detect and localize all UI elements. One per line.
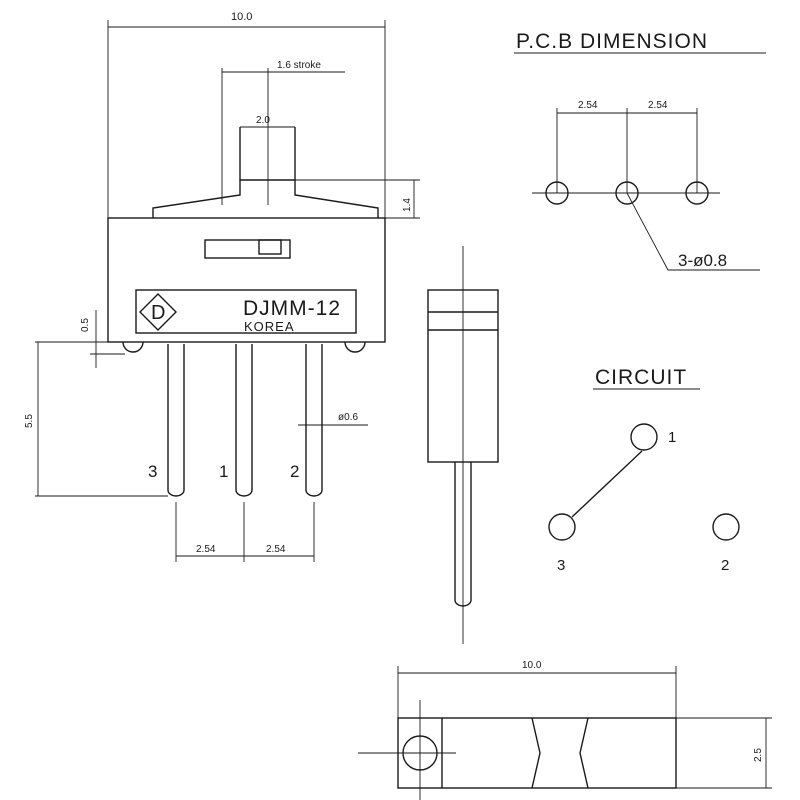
side-body — [427, 289, 499, 463]
label-plate — [135, 289, 357, 334]
bottom-hole — [402, 735, 438, 771]
terminal-1 — [630, 423, 658, 451]
pcb-dimension: P.C.B DIMENSION 2.54 2.54 3-ø0.8 — [514, 30, 766, 271]
origin-text: KOREA — [244, 319, 295, 334]
bottom-notch-left — [531, 717, 541, 789]
side-pin — [454, 462, 472, 607]
pin-2 — [305, 344, 323, 497]
bottom-depth-label: 2.5 — [753, 748, 764, 762]
pitch-dim-label-left: 2.54 — [196, 544, 216, 555]
actuator-knob — [239, 127, 296, 181]
pcb-hole-center — [615, 181, 639, 205]
pin-3 — [167, 344, 185, 497]
pcb-hole-left — [545, 181, 569, 205]
pcb-title: P.C.B DIMENSION — [516, 30, 708, 53]
logo-diamond — [139, 293, 177, 331]
terminal-3 — [548, 513, 576, 541]
pitch-dim-label-right: 2.54 — [266, 544, 286, 555]
height-dim-label: 1.4 — [402, 198, 413, 212]
standoff-right — [344, 341, 366, 353]
standoff-left — [122, 341, 144, 353]
front-view: 10.0 1.6 stroke 2.0 1.4 D DJMM-12 KOREA — [24, 11, 420, 562]
side-view — [427, 246, 499, 644]
switch-body — [107, 217, 386, 343]
circuit-diagram: CIRCUIT 1 3 2 — [548, 366, 740, 574]
pin-label-1: 1 — [219, 462, 228, 481]
terminal-label-1: 1 — [668, 429, 676, 446]
bottom-width-label: 10.0 — [522, 660, 542, 671]
terminal-2 — [712, 513, 740, 541]
hole-callout: 3-ø0.8 — [678, 251, 727, 270]
slot-slider — [258, 239, 282, 255]
pcb-dim-label-left: 2.54 — [578, 100, 598, 111]
switch-contact — [571, 450, 643, 518]
slot — [204, 239, 291, 259]
terminal-label-2: 2 — [721, 557, 729, 574]
standoff-dim-label: 0.5 — [80, 318, 91, 332]
knob-dim-label: 2.0 — [256, 115, 270, 126]
slider-top — [152, 180, 379, 218]
stroke-dim-label: 1.6 stroke — [277, 60, 321, 71]
width-dim-label: 10.0 — [231, 11, 252, 23]
pin-label-3: 3 — [148, 462, 157, 481]
diameter-label: ø0.6 — [338, 412, 358, 423]
logo-letter: D — [151, 302, 165, 324]
pinlen-dim-label: 5.5 — [24, 414, 35, 428]
pcb-hole-right — [685, 181, 709, 205]
bottom-view: 10.0 2.5 — [358, 660, 772, 800]
pin-1 — [235, 344, 253, 497]
model-text: DJMM-12 — [243, 297, 341, 320]
circuit-title: CIRCUIT — [595, 366, 687, 389]
pin-label-2: 2 — [290, 462, 299, 481]
hole-callout-leader — [626, 192, 760, 271]
pcb-dim-label-right: 2.54 — [648, 100, 668, 111]
bottom-notch-right — [579, 717, 589, 789]
terminal-label-3: 3 — [557, 557, 565, 574]
